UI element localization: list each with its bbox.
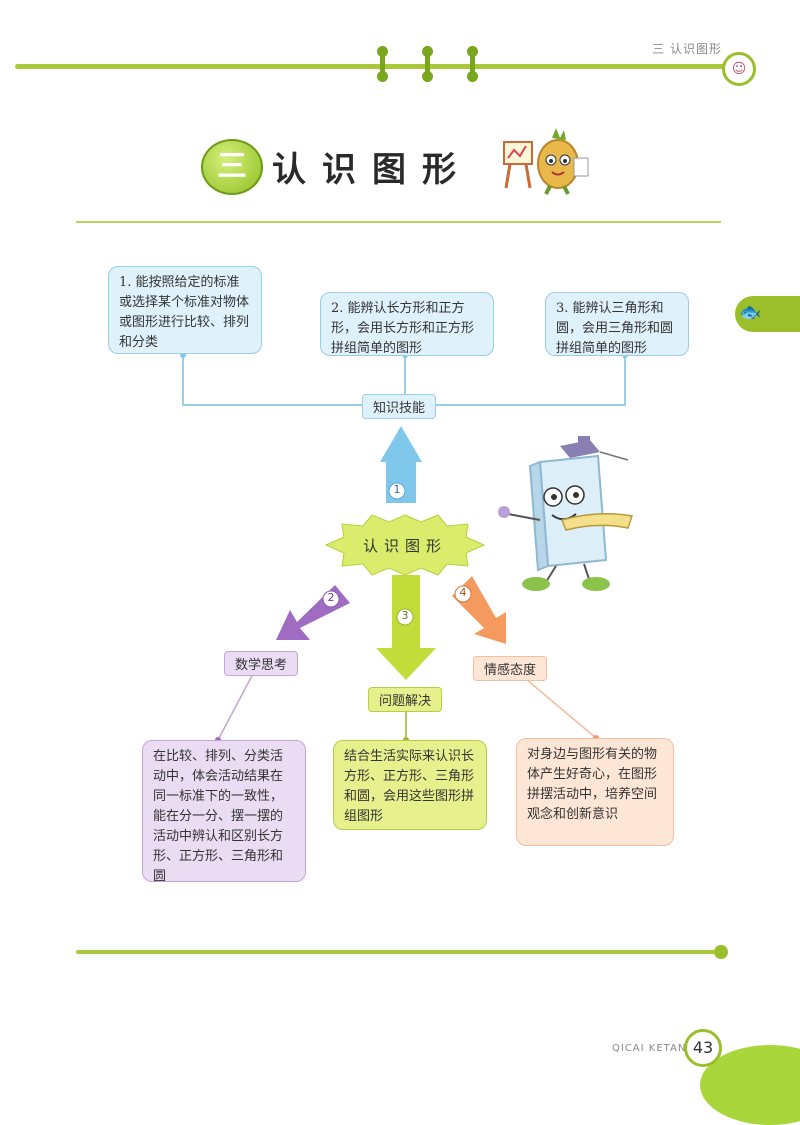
- goal-box-2: 2. 能辨认长方形和正方形，会用长方形和正方形拼组简单的图形: [320, 292, 494, 356]
- binder-peg: [467, 46, 478, 82]
- label-thinking: 数学思考: [224, 651, 299, 676]
- book-mascot-icon: [498, 436, 633, 591]
- footer-rule-dot: [714, 945, 728, 959]
- problem-box: 结合生活实际来认识长方形、正方形、三角形和圆，会用这些图形拼组图形: [333, 740, 487, 830]
- chapter-number-badge: 三: [201, 139, 263, 195]
- fish-icon: 🐟: [739, 302, 762, 323]
- arrow-number-1: 1: [393, 483, 401, 496]
- header-rule: [15, 64, 727, 69]
- label-attitude: 情感态度: [473, 656, 548, 681]
- footer-brand: QICAI KETANG: [612, 1043, 696, 1054]
- label-problem: 问题解决: [368, 687, 443, 712]
- label-knowledge: 知识技能: [362, 394, 437, 419]
- goal-box-3: 3. 能辨认三角形和圆，会用三角形和圆拼组简单的图形: [545, 292, 689, 356]
- chapter-title: 认识图形: [272, 150, 472, 190]
- arrow-number-4: 4: [459, 586, 467, 599]
- chapter-tab: [735, 296, 800, 332]
- pineapple-mascot-icon: [503, 128, 589, 195]
- arrow-number-3: 3: [401, 609, 409, 622]
- footer-rule: [76, 950, 721, 954]
- center-topic: 认识图形: [362, 537, 447, 555]
- binder-peg: [377, 46, 388, 82]
- mindmap-connectors: [180, 352, 633, 743]
- binder-peg: [422, 46, 433, 82]
- running-title: 三 认识图形: [652, 42, 722, 56]
- mascot-icon: ☺: [722, 52, 756, 86]
- title-rule: [76, 221, 721, 223]
- thinking-box: 在比较、排列、分类活动中，体会活动结果在同一标准下的一致性，能在分一分、摆一摆的…: [142, 740, 306, 884]
- center-starburst: [324, 514, 486, 576]
- arrow-number-2: 2: [327, 591, 335, 604]
- goal-box-1: 1. 能按照给定的标准或选择某个标准对物体或图形进行比较、排列和分类: [108, 266, 262, 354]
- page-number: 43: [684, 1029, 722, 1067]
- attitude-box: 对身边与图形有关的物体产生好奇心，在图形拼摆活动中，培养空间观念和创新意识: [516, 738, 674, 846]
